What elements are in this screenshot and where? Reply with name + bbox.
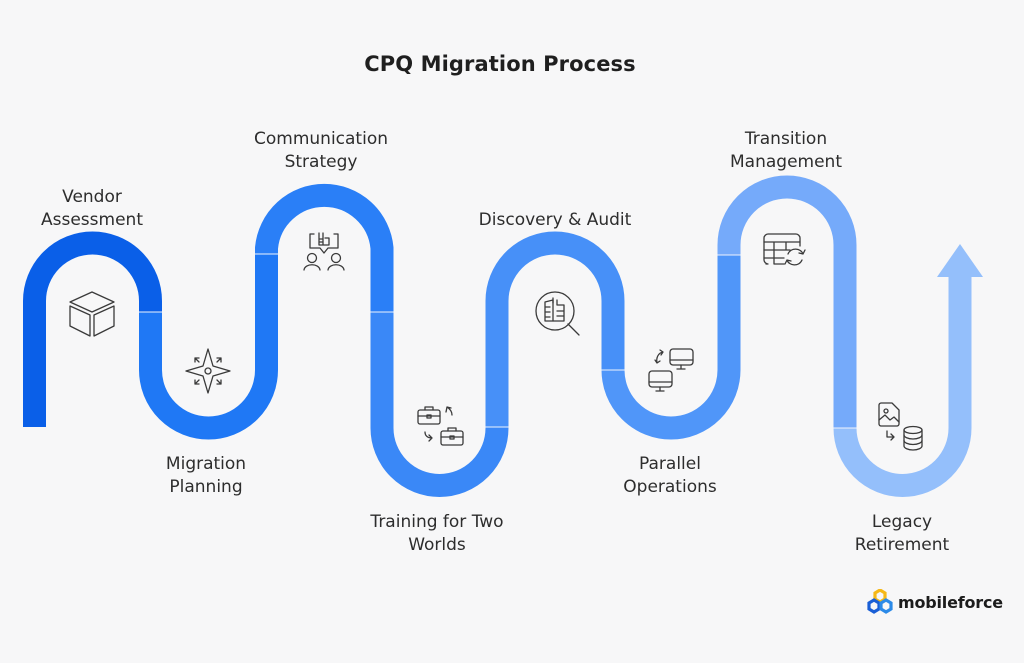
people-chat-icon — [303, 232, 345, 271]
table-refresh-icon — [763, 233, 806, 266]
step-label-vendor-assessment: Vendor Assessment — [41, 187, 143, 230]
compass-star-icon — [185, 348, 231, 394]
path-segment-migration-planning — [139, 254, 278, 440]
mobileforce-logo: mobileforce — [866, 589, 1003, 615]
step-label-discovery-audit: Discovery & Audit — [478, 210, 632, 230]
diagram-title: CPQ Migration Process — [364, 52, 636, 76]
step-label-communication-strategy: Communication Strategy — [254, 129, 388, 172]
arrow-head — [937, 244, 983, 277]
step-label-migration-planning: Migration Planning — [165, 454, 247, 497]
step-label-parallel-operations: Parallel Operations — [623, 454, 717, 497]
path-segment-legacy-retirement — [833, 276, 972, 497]
monitors-sync-icon — [648, 348, 694, 392]
search-document-icon — [535, 291, 580, 336]
step-label-legacy-retirement: Legacy Retirement — [854, 512, 950, 555]
image-to-database-icon — [878, 402, 923, 451]
step-label-transition-management: Transition Management — [730, 129, 842, 172]
step-label-training: Training for Two Worlds — [370, 512, 504, 555]
path-segment-training-two-worlds — [370, 312, 509, 497]
path-segment-vendor-assessment — [23, 231, 162, 427]
mobileforce-logo-icon — [867, 589, 893, 614]
path-segment-discovery-audit — [485, 231, 625, 427]
path-segment-transition-management — [717, 175, 857, 428]
cube-icon — [69, 291, 115, 337]
logo-text: mobileforce — [898, 592, 1003, 612]
path-segment-parallel-operations — [601, 255, 741, 440]
briefcase-swap-icon — [417, 406, 464, 446]
path-segment-communication-strategy — [255, 183, 394, 312]
